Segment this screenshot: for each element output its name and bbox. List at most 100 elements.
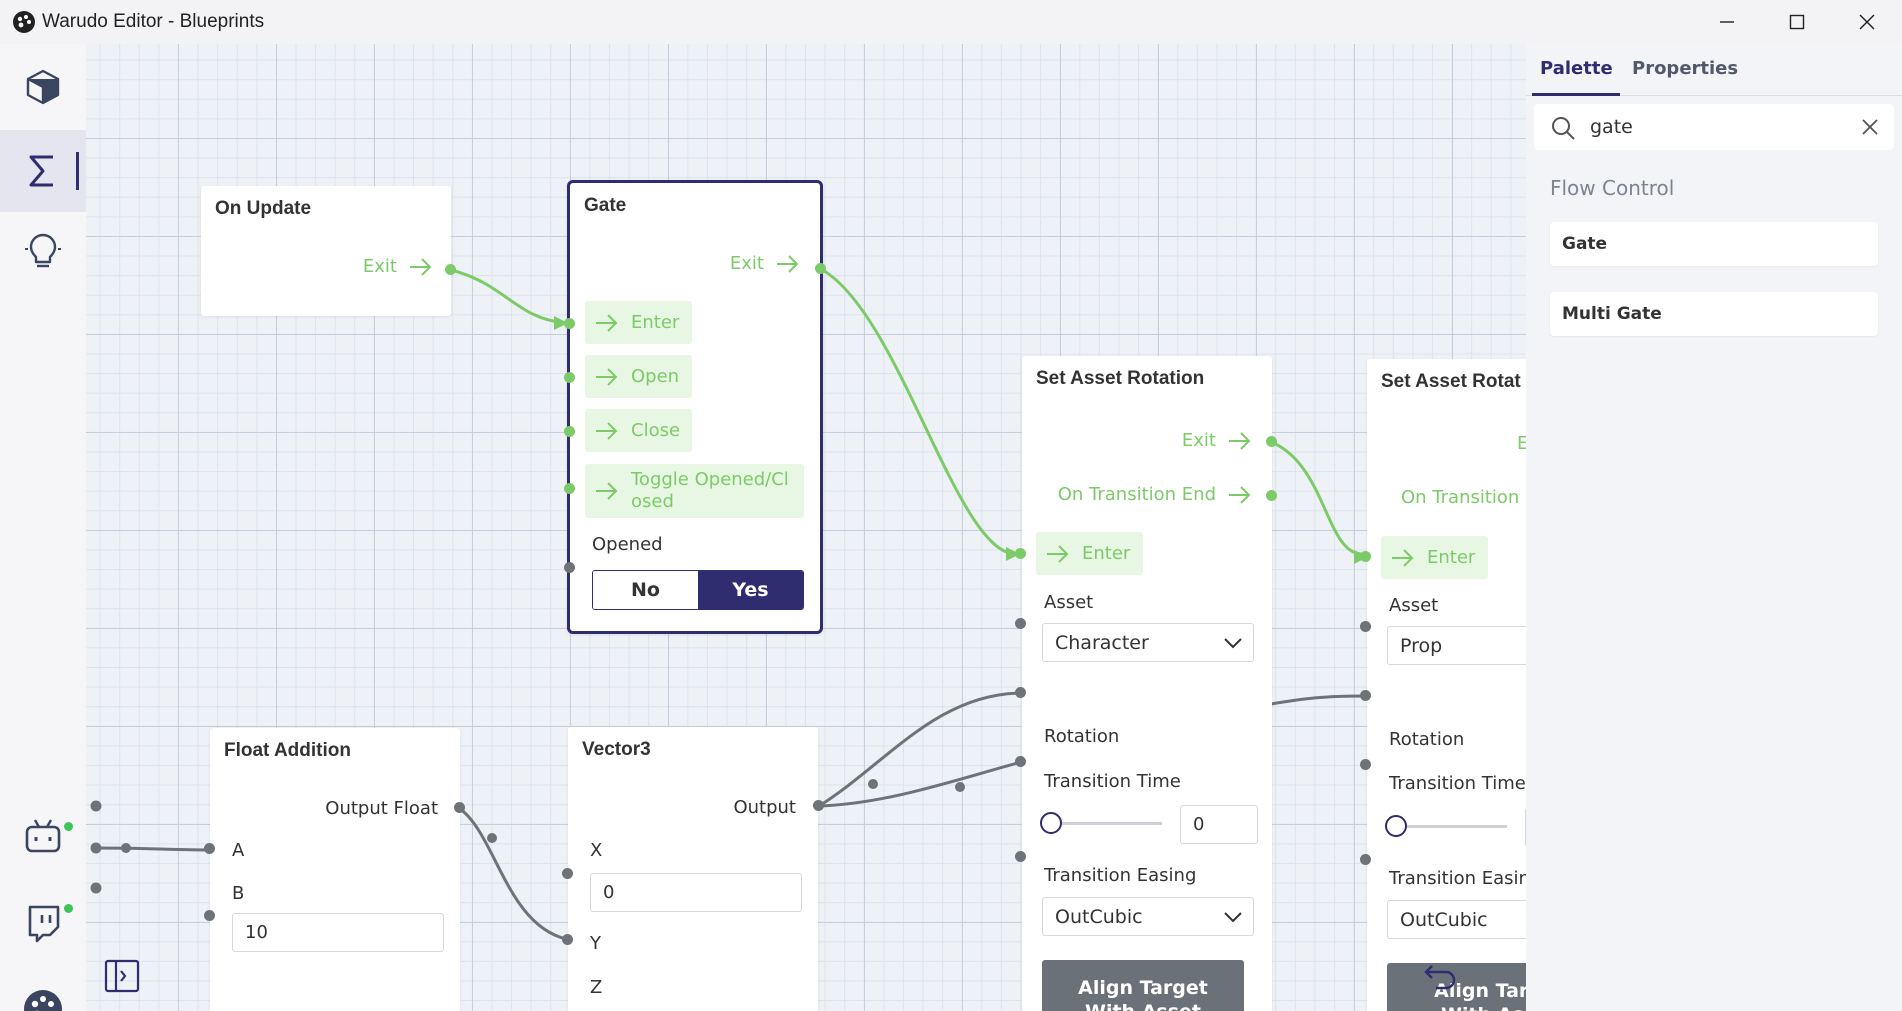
maximize-button[interactable] [1762, 0, 1832, 44]
node-title: Gate [584, 195, 627, 216]
enter-input[interactable]: Enter [585, 301, 692, 344]
enter-input[interactable]: Enter [1036, 532, 1143, 575]
arrow-right-icon [596, 367, 618, 386]
undo-icon[interactable] [1422, 956, 1458, 992]
tab-palette[interactable]: Palette [1540, 58, 1613, 79]
setrot1-rotation-port[interactable] [1015, 687, 1026, 698]
tips-tab-button[interactable] [0, 212, 86, 294]
setrot1-transition-time-port[interactable] [1015, 756, 1026, 767]
arrow-right-icon [1392, 548, 1414, 567]
reroute-dot [487, 833, 497, 843]
theme-button[interactable] [0, 968, 86, 1011]
wire-rotation-2 [1270, 694, 1367, 706]
search-input[interactable]: gate [1534, 104, 1894, 150]
setrot1-exit-port[interactable] [1266, 436, 1277, 447]
node-gate[interactable]: Gate Exit Enter Open Close Toggle Opened… [567, 180, 823, 634]
toggle-input[interactable]: Toggle Opened/Cl osed [585, 464, 804, 518]
gate-opened-port[interactable] [564, 562, 575, 573]
node-set-asset-rotation-2[interactable]: Set Asset Rotat E On Transition E Enter … [1367, 359, 1526, 1011]
node-float-addition[interactable]: Float Addition Output Float A B 10 [210, 728, 460, 1011]
setrot2-transition-time-port[interactable] [1360, 759, 1371, 770]
transition-easing-select[interactable]: OutCubic [1387, 900, 1526, 939]
gate-open-port[interactable] [564, 372, 575, 383]
transition-time-slider[interactable] [1397, 825, 1507, 828]
arrow-right-icon [1229, 431, 1251, 450]
enter-input[interactable]: Enter [1381, 536, 1488, 579]
palette-panel: Palette Properties gate Flow Control Gat… [1526, 44, 1902, 1011]
setrot2-asset-port[interactable] [1360, 621, 1371, 632]
tab-properties[interactable]: Properties [1632, 58, 1739, 79]
align-target-button[interactable]: Align Target With Asset [1042, 960, 1244, 1011]
transition-time-slider-knob[interactable] [1040, 812, 1062, 834]
x-value-input[interactable]: 0 [590, 873, 802, 912]
float-a-port[interactable] [204, 843, 215, 854]
exit-output: Exit [1182, 430, 1252, 451]
setrot1-easing-port[interactable] [1015, 851, 1026, 862]
node-vector3[interactable]: Vector3 Output X 0 Y Z [568, 727, 818, 1011]
on-update-exit-port[interactable] [445, 264, 456, 275]
transition-time-slider-knob[interactable] [1385, 815, 1407, 837]
z-label: Z [590, 977, 603, 998]
sidebar-toggle-icon[interactable] [104, 958, 140, 994]
clear-icon[interactable] [1862, 119, 1878, 135]
gate-enter-port[interactable] [564, 318, 575, 329]
open-input[interactable]: Open [585, 355, 692, 398]
b-value-input[interactable]: 10 [232, 913, 444, 952]
align-target-button[interactable]: Align Targ With Ass [1387, 963, 1526, 1011]
a-label: A [232, 840, 245, 861]
asset-select[interactable]: Character [1042, 623, 1254, 662]
vector3-x-port[interactable] [562, 868, 573, 879]
asset-select[interactable]: Prop [1387, 626, 1526, 665]
gate-exit-port[interactable] [815, 263, 826, 274]
setrot2-easing-port[interactable] [1360, 854, 1371, 865]
chevron-down-icon [1224, 637, 1242, 648]
arrow-right-icon [1229, 485, 1251, 504]
reroute-dot [868, 779, 878, 789]
minimize-icon [1720, 21, 1734, 23]
wire-float-y [458, 806, 567, 941]
vector3-output-port[interactable] [813, 800, 824, 811]
palette-item-gate[interactable]: Gate [1550, 222, 1878, 266]
vector3-y-port[interactable] [562, 934, 573, 945]
setrot1-asset-port[interactable] [1015, 618, 1026, 629]
setrot1-transition-end-port[interactable] [1266, 490, 1277, 501]
lightbulb-icon [25, 233, 61, 268]
node-on-update[interactable]: On Update Exit [201, 186, 451, 316]
opened-toggle[interactable]: No Yes [592, 570, 804, 610]
app-icon [13, 11, 35, 33]
transition-time-slider[interactable] [1052, 822, 1162, 825]
bot-button[interactable] [0, 796, 86, 878]
transition-time-input[interactable]: 0 [1180, 805, 1258, 844]
node-title: Vector3 [582, 739, 651, 760]
minimize-button[interactable] [1692, 0, 1762, 44]
toggle-yes[interactable]: Yes [698, 571, 803, 609]
setrot1-enter-port[interactable] [1015, 548, 1026, 559]
gate-close-port[interactable] [564, 426, 575, 437]
blueprint-canvas[interactable]: On Update Exit Gate Exit Enter Open [86, 44, 1526, 1011]
float-b-port[interactable] [204, 910, 215, 921]
setrot2-enter-port[interactable] [1360, 551, 1371, 562]
bot-icon [25, 819, 61, 853]
palette-item-multi-gate[interactable]: Multi Gate [1550, 292, 1878, 336]
wire-onupdate-gate [450, 268, 567, 325]
tab-active-underline [1532, 93, 1620, 96]
close-input[interactable]: Close [585, 409, 692, 452]
float-output-port[interactable] [454, 802, 465, 813]
setrot2-rotation-port[interactable] [1360, 690, 1371, 701]
scene-tab-button[interactable] [0, 46, 86, 128]
cube-icon [26, 69, 60, 105]
search-icon [1552, 117, 1575, 140]
close-icon [1859, 14, 1875, 30]
port-left-3 [90, 882, 102, 894]
reroute-dot [121, 843, 131, 853]
twitch-button[interactable] [0, 882, 86, 964]
blueprints-tab-button[interactable] [0, 130, 86, 212]
transition-easing-select[interactable]: OutCubic [1042, 897, 1254, 936]
toggle-no[interactable]: No [593, 571, 698, 609]
transition-time-input[interactable] [1525, 808, 1526, 847]
asset-label: Asset [1389, 595, 1439, 616]
node-set-asset-rotation[interactable]: Set Asset Rotation Exit On Transition En… [1022, 356, 1272, 1011]
close-button[interactable] [1832, 0, 1902, 44]
gate-toggle-port[interactable] [564, 483, 575, 494]
